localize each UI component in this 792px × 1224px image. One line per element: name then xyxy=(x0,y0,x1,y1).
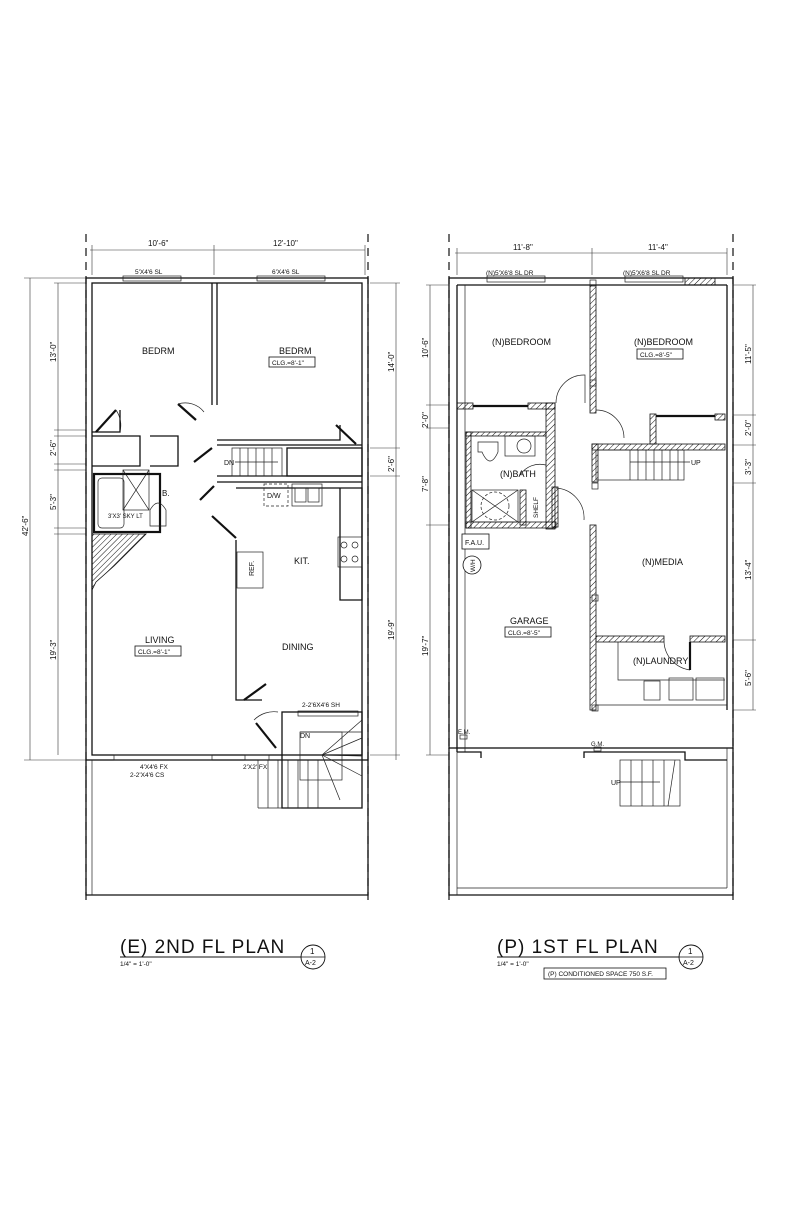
bath-label-right: (N)BATH xyxy=(500,469,536,479)
dim-right-2: 2'-6" xyxy=(387,456,396,472)
stair-dn-label: DN xyxy=(224,460,234,467)
left-title-block: (E) 2ND FL PLAN 1/4" = 1'-0" 1 A-2 xyxy=(120,937,326,970)
dim-left-right-1: 10'-6" xyxy=(421,337,430,358)
bedroom-2-label-right: (N)BEDROOM xyxy=(634,337,693,347)
kitchen-label: KIT. xyxy=(294,556,310,566)
window-label-bedrm-1: 5'X4'6 SL xyxy=(135,269,163,276)
left-dimensions-right: 10'-6" 2'-0" 7'-8" 19'-7" xyxy=(421,284,449,756)
fireplace xyxy=(91,533,147,591)
left-sheet-ref: A-2 xyxy=(305,960,316,967)
left-plan-scale: 1/4" = 1'-0" xyxy=(120,961,152,968)
dim-top-1: 10'-6" xyxy=(148,239,169,248)
dim-right-right-2: 2'-0" xyxy=(744,420,753,436)
right-dimensions-right: 11'-5" 2'-0" 3'-3" 13'-4" 5'-6" xyxy=(733,284,756,711)
bedroom-2-clg-right: CLG.=8'-5" xyxy=(640,352,673,359)
stair-up-label-1: UP xyxy=(691,460,701,467)
right-title-block: (P) 1ST FL PLAN 1/4" = 1'-0" 1 A-2 (P) C… xyxy=(497,937,704,980)
dim-top-right-1: 11'-8" xyxy=(513,243,533,252)
dim-left-right-4: 19'-7" xyxy=(421,635,430,656)
conditioned-space-note: (P) CONDITIONED SPACE 750 S.F. xyxy=(548,971,653,978)
dim-overall: 42'-6" xyxy=(21,515,30,536)
stair-exterior: UP xyxy=(611,759,681,807)
right-plan-scale: 1/4" = 1'-0" xyxy=(497,961,529,968)
dim-right-right-1: 11'-5" xyxy=(744,344,753,364)
window-label-bedroom-2: (N)5'X6'8 SL DR xyxy=(623,270,671,277)
dim-left-2: 2'-6" xyxy=(49,440,58,456)
right-plan-title: (P) 1ST FL PLAN xyxy=(497,937,659,958)
left-plan-title: (E) 2ND FL PLAN xyxy=(120,937,285,958)
right-dimensions: 14'-0" 2'-6" 19'-9" xyxy=(370,282,400,760)
bath-fixtures: (N)BATH SHELF xyxy=(471,435,585,523)
window-label-living-1: 4'X4'6 FX xyxy=(140,764,168,771)
left-detail-number: 1 xyxy=(310,947,315,956)
right-floor-plan: 11'-8" 11'-4" 10'-6" 2'-0" 7'-8" 19'-7" … xyxy=(421,234,756,980)
kitchen: D/W REF. KIT. xyxy=(235,483,363,701)
dim-right-right-3: 3'-3" xyxy=(744,459,753,475)
window-label-living-2: 2-2'X4'6 CS xyxy=(130,772,165,779)
bath-label: B. xyxy=(162,489,170,498)
dim-right-right-4: 13'-4" xyxy=(744,559,753,580)
windows-right: (N)5'X6'8 SL DR (N)5'X6'8 SL DR xyxy=(486,270,684,283)
window-label-bedroom-1: (N)5'X6'8 SL DR xyxy=(486,270,534,277)
right-sheet-ref: A-2 xyxy=(683,960,694,967)
dw-label: D/W xyxy=(267,493,281,500)
dim-top-right-2: 11'-4" xyxy=(648,243,668,252)
right-detail-number: 1 xyxy=(688,947,693,956)
top-dimensions-right: 11'-8" 11'-4" xyxy=(455,243,728,275)
column-markers xyxy=(589,279,599,712)
windows: 5'X4'6 SL 6'X4'6 SL 4'X4'6 FX 2-2'X4'6 C… xyxy=(113,269,359,779)
dim-top-2: 12'-10" xyxy=(273,239,298,248)
laundry-label: (N)LAUNDRY xyxy=(633,656,688,666)
wh-label: W/H xyxy=(470,559,477,572)
skylight-label: 3'X3' SKY LT xyxy=(108,514,143,520)
bedroom-2-label: BEDRM xyxy=(279,346,312,356)
media-label: (N)MEDIA xyxy=(642,557,683,567)
left-dimensions: 13'-0" 2'-6" 5'-3" 19'-3" 42'-6" xyxy=(21,277,86,761)
bedroom-2-clg: CLG.=8'-1" xyxy=(272,360,305,367)
stair-interior: UP xyxy=(595,449,701,481)
top-dimensions: 10'-6" 12'-10" xyxy=(90,239,366,275)
dim-right-3: 19'-9" xyxy=(387,619,396,640)
garage-label: GARAGE xyxy=(510,616,549,626)
gm-label: G.M. xyxy=(591,742,604,748)
dim-right-1: 14'-0" xyxy=(387,351,396,372)
window-label-entry: 2'X2' FX xyxy=(243,764,268,771)
dining-label: DINING xyxy=(282,642,314,652)
bedroom-1-label-right: (N)BEDROOM xyxy=(492,337,551,347)
stair-up-label-2: UP xyxy=(611,780,621,787)
dim-left-right-2: 2'-0" xyxy=(421,412,430,428)
window-label-bedrm-2: 6'X4'6 SL xyxy=(272,269,300,276)
living-label: LIVING xyxy=(145,635,175,645)
dim-left-3: 5'-3" xyxy=(49,494,58,510)
fau-label: F.A.U. xyxy=(465,540,484,547)
dim-right-right-5: 5'-6" xyxy=(744,670,753,686)
stair-dn-label-2: DN xyxy=(300,733,310,740)
stair-bottom: DN xyxy=(257,711,363,809)
shelf-label: SHELF xyxy=(533,497,540,518)
bedroom-1-label: BEDRM xyxy=(142,346,175,356)
em-label: E.M. xyxy=(458,730,471,736)
stair-top: DN xyxy=(224,447,283,477)
living-clg: CLG.=8'-1" xyxy=(138,649,171,656)
garage-clg: CLG.=8'-5" xyxy=(508,630,541,637)
left-floor-plan: 10'-6" 12'-10" 13'-0" 2'-6" 5'-3" 19'-3"… xyxy=(21,234,400,970)
window-label-dining: 2-2'6X4'6 SH xyxy=(302,702,340,709)
bathroom-fixtures: 3'X3' SKY LT B. xyxy=(92,469,170,534)
laundry: (N)LAUNDRY xyxy=(596,641,727,706)
dim-left-1: 13'-0" xyxy=(49,341,58,362)
dim-left-4: 19'-3" xyxy=(49,639,58,660)
ref-label: REF. xyxy=(249,561,256,576)
dim-left-right-3: 7'-8" xyxy=(421,476,430,492)
